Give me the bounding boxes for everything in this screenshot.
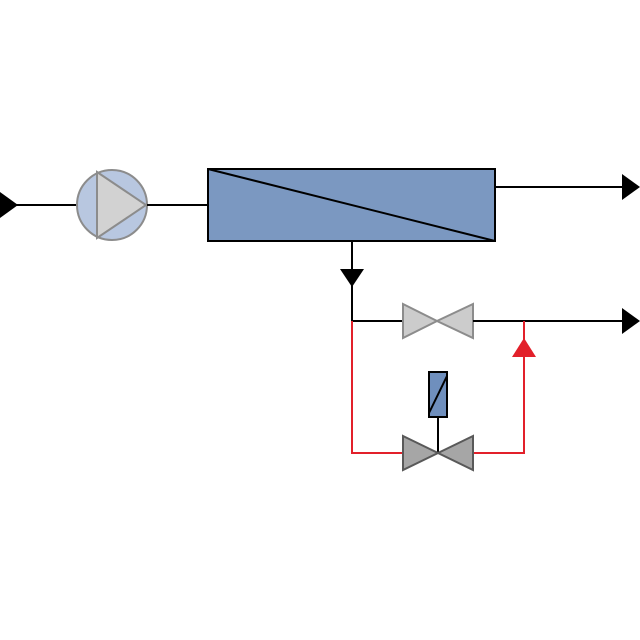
manual-valve-right bbox=[434, 302, 474, 340]
membrane-diagonal bbox=[207, 168, 496, 242]
pump-triangle bbox=[96, 170, 148, 240]
membrane-filter-icon[interactable] bbox=[207, 168, 496, 242]
control-valve-left bbox=[402, 434, 441, 472]
arrow-right-icon bbox=[622, 174, 640, 200]
gate-valve-icon[interactable] bbox=[402, 302, 474, 340]
arrow-up-icon bbox=[512, 338, 536, 357]
arrow-down-icon bbox=[340, 269, 364, 287]
centrifugal-pump-icon[interactable] bbox=[76, 169, 148, 241]
arrow-right-icon bbox=[622, 308, 640, 334]
manual-valve-left bbox=[402, 302, 440, 340]
arrow-right-icon bbox=[0, 192, 18, 218]
valve-actuator-icon[interactable] bbox=[428, 371, 448, 418]
control-valve-right bbox=[435, 434, 474, 472]
actuator-diagonal bbox=[428, 375, 448, 414]
actuated-valve-icon[interactable] bbox=[402, 434, 474, 472]
bypass-line-right bbox=[473, 321, 525, 454]
bypass-line-left bbox=[351, 321, 403, 454]
